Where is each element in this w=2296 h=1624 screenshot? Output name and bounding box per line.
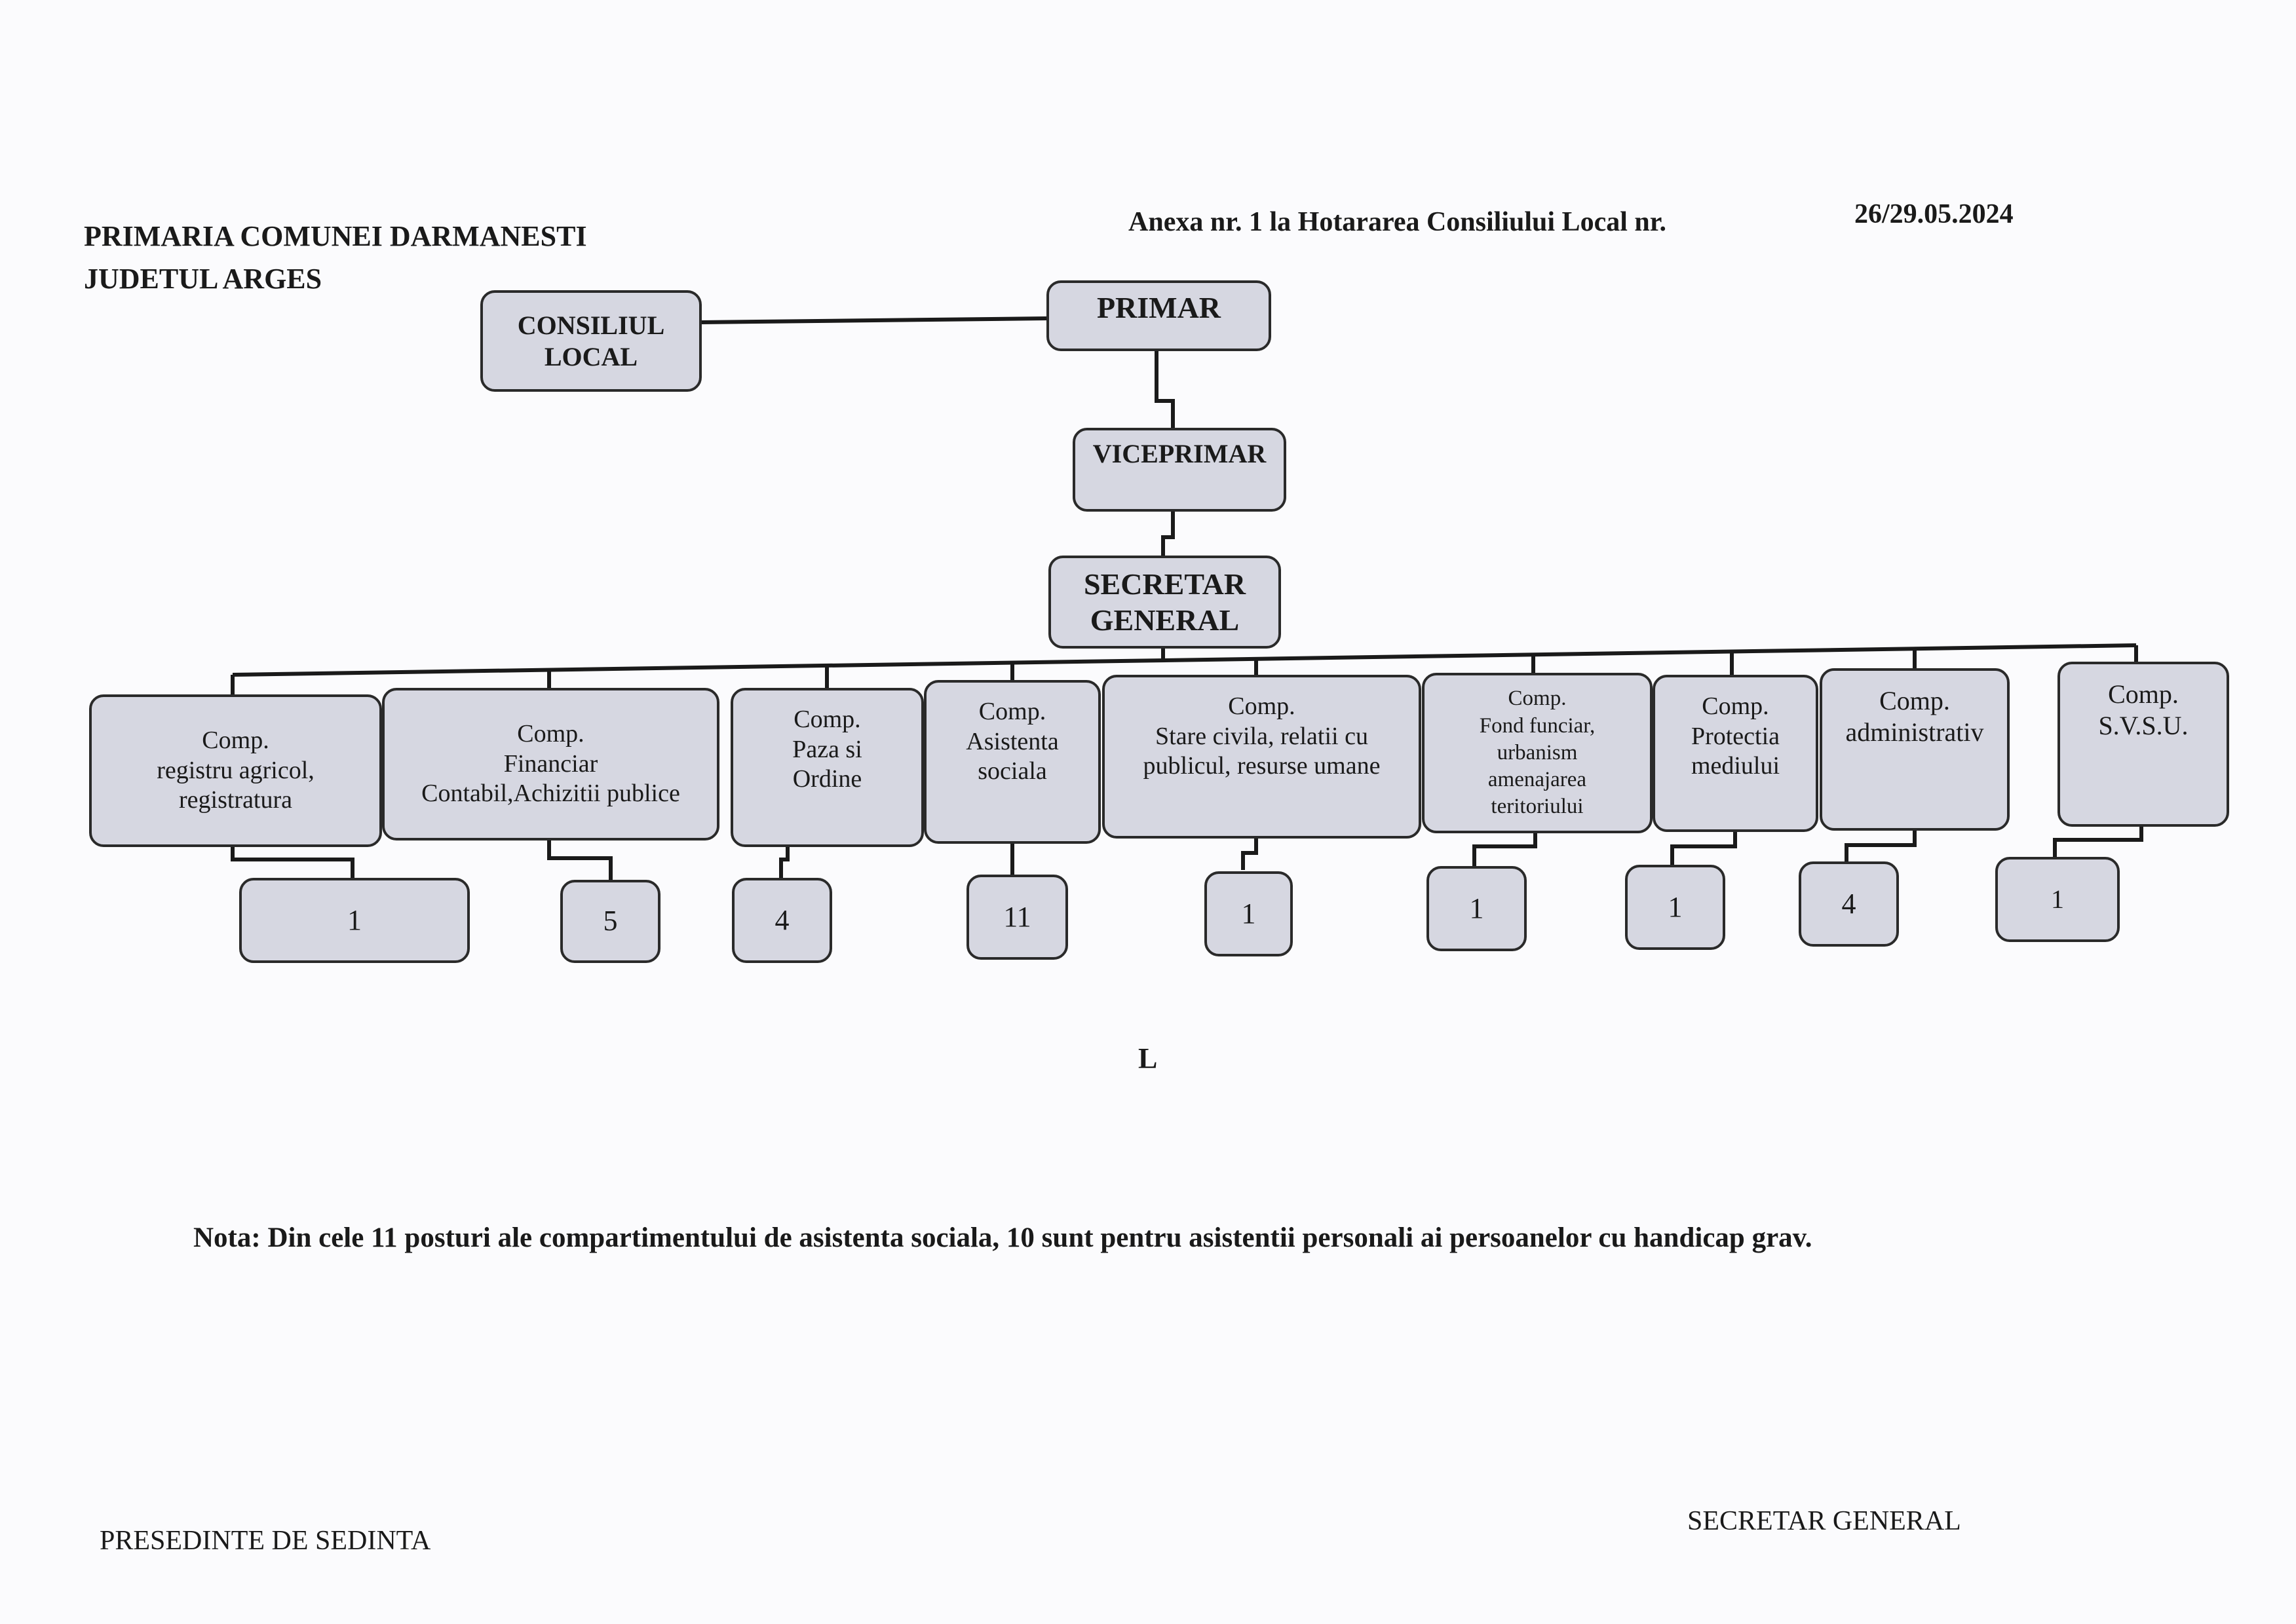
dept-label-line: Fond funciar,	[1479, 713, 1596, 738]
dept-box-paza-ordine: Comp. Paza si Ordine	[731, 688, 924, 847]
dept-label-line: Asistenta	[966, 727, 1059, 755]
dept-label-line: Comp.	[1879, 686, 1950, 715]
count-value: 1	[1241, 897, 1256, 930]
dept-label-line: Contabil,Achizitii publice	[421, 780, 680, 808]
dept-label-line: sociala	[978, 757, 1047, 785]
dept-box-stare-civila: Comp. Stare civila, relatii cu publicul,…	[1102, 675, 1421, 839]
count-value: 5	[603, 905, 618, 937]
dept-box-asistenta-sociala: Comp. Asistenta sociala	[924, 680, 1101, 844]
count-box-registru-agricol: 1	[239, 878, 470, 963]
dept-label-line: Comp.	[517, 720, 584, 748]
count-box-asistenta-sociala: 11	[966, 875, 1068, 960]
stray-mark: L	[1138, 1042, 1158, 1074]
count-box-fond-funciar: 1	[1426, 866, 1527, 951]
dept-label-line: teritoriului	[1491, 795, 1584, 819]
footnote: Nota: Din cele 11 posturi ale compartime…	[193, 1222, 1812, 1253]
dept-label-line: Comp.	[2108, 679, 2179, 709]
dept-label-line: Comp.	[1702, 692, 1769, 720]
dept-label-line: Financiar	[503, 749, 598, 778]
dept-label-line: Comp.	[202, 727, 269, 755]
count-value: 1	[1469, 892, 1484, 924]
annex-reference: Anexa nr. 1 la Hotararea Consiliului Loc…	[1128, 207, 1667, 237]
count-box-protectia-mediului: 1	[1625, 865, 1725, 950]
count-value: 11	[1003, 900, 1031, 933]
dept-box-svsu: Comp. S.V.S.U.	[2057, 662, 2229, 827]
secretary-signature-label: SECRETAR GENERAL	[1687, 1506, 1961, 1536]
vice-mayor-box: VICEPRIMAR	[1073, 428, 1286, 512]
dept-label-line: Comp.	[794, 706, 861, 733]
count-box-stare-civila: 1	[1204, 871, 1293, 956]
council-label-line1: CONSILIUL	[517, 310, 665, 340]
org-county: JUDETUL ARGES	[84, 263, 322, 295]
count-box-svsu: 1	[1995, 857, 2120, 942]
count-value: 1	[1668, 890, 1683, 923]
dept-label-line: Ordine	[792, 765, 862, 793]
dept-box-registru-agricol: Comp. registru agricol, registratura	[89, 694, 382, 847]
count-value: 1	[347, 903, 362, 936]
dept-box-financiar: Comp. Financiar Contabil,Achizitii publi…	[382, 688, 719, 840]
mayor-box: PRIMAR	[1046, 280, 1271, 351]
count-value: 1	[2051, 884, 2064, 914]
president-signature-label: PRESEDINTE DE SEDINTA	[100, 1526, 431, 1556]
annex-number: 26/29.05.2024	[1854, 199, 2014, 229]
count-box-paza-ordine: 4	[732, 878, 832, 963]
dept-box-protectia-mediului: Comp. Protectia mediului	[1653, 675, 1818, 832]
dept-label-line: registratura	[178, 786, 293, 814]
council-box: CONSILIUL LOCAL	[480, 290, 702, 392]
dept-box-administrativ: Comp. administrativ	[1820, 668, 2010, 831]
dept-label-line: mediului	[1691, 752, 1780, 780]
count-value: 4	[1841, 887, 1856, 920]
mayor-label: PRIMAR	[1096, 291, 1221, 324]
dept-label-line: amenajarea	[1487, 768, 1587, 792]
dept-label-line: Comp.	[1228, 692, 1295, 720]
dept-label-line: Comp.	[1508, 687, 1567, 711]
dept-label-line: Stare civila, relatii cu	[1155, 722, 1368, 750]
vice-mayor-label: VICEPRIMAR	[1092, 439, 1267, 468]
dept-label-line: Protectia	[1691, 722, 1780, 750]
council-label-line2: LOCAL	[544, 341, 638, 371]
count-box-financiar: 5	[560, 880, 660, 963]
dept-label-line: S.V.S.U.	[2098, 711, 2189, 740]
dept-label-line: Paza si	[792, 735, 862, 763]
dept-box-fond-funciar: Comp. Fond funciar, urbanism amenajarea …	[1422, 673, 1653, 833]
count-box-administrativ: 4	[1799, 861, 1899, 947]
dept-label-line: administrativ	[1845, 717, 1984, 747]
secretary-label-line1: SECRETAR	[1083, 567, 1246, 601]
secretary-label-line2: GENERAL	[1090, 603, 1240, 637]
dept-label-line: registru agricol,	[157, 756, 315, 784]
secretary-box: SECRETAR GENERAL	[1048, 556, 1281, 649]
dept-label-line: publicul, resurse umane	[1143, 752, 1381, 780]
count-value: 4	[775, 903, 790, 936]
dept-label-line: urbanism	[1497, 740, 1578, 765]
dept-label-line: Comp.	[978, 698, 1046, 725]
org-name: PRIMARIA COMUNEI DARMANESTI	[84, 220, 587, 252]
